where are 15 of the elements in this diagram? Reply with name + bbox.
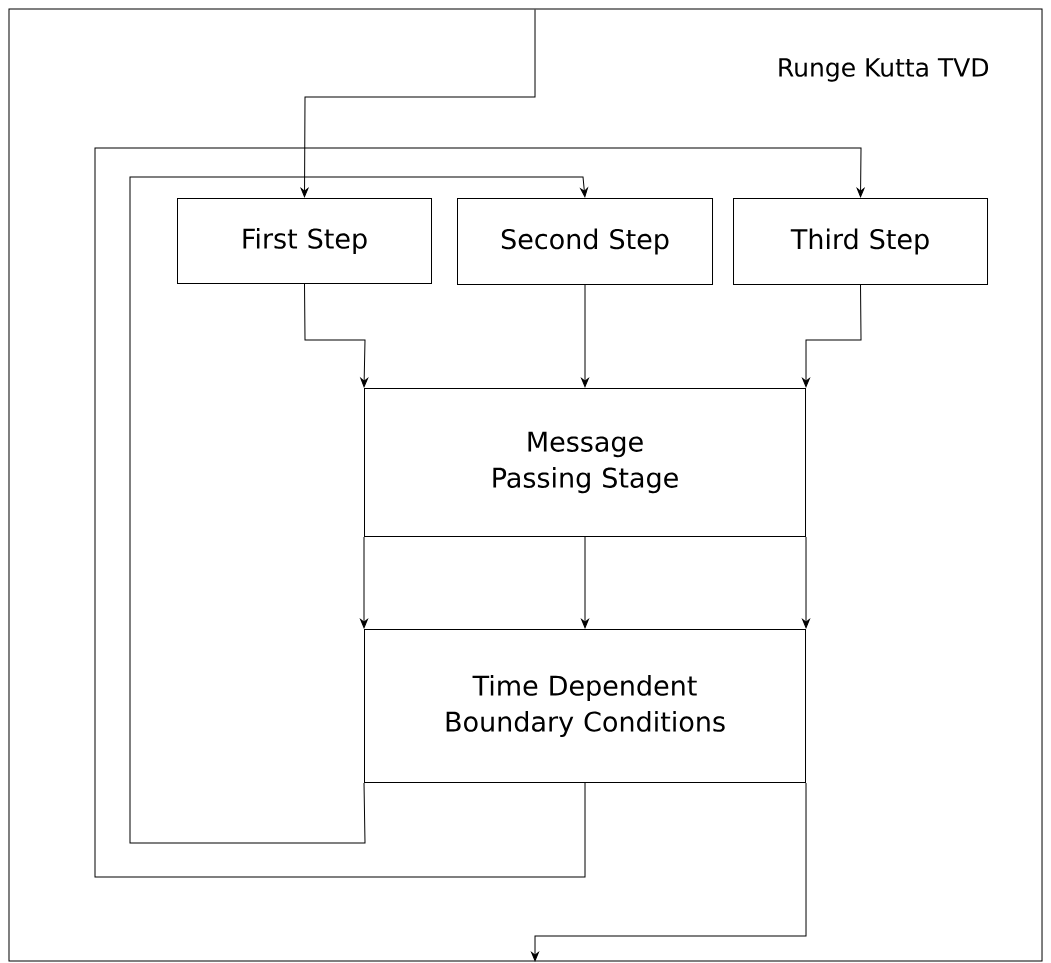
arrow [360, 536, 368, 629]
arrow [802, 536, 810, 629]
arrow [129, 176, 588, 844]
process-box: Third Step [733, 198, 988, 285]
process-box: First Step [177, 198, 432, 284]
arrow [581, 284, 589, 388]
process-box: Time Dependent Boundary Conditions [364, 629, 806, 783]
process-box: Second Step [457, 198, 713, 285]
arrow [802, 284, 862, 388]
arrow [300, 9, 536, 198]
arrow [304, 283, 369, 388]
process-box: Message Passing Stage [364, 388, 806, 537]
arrow [581, 536, 589, 629]
arrow [94, 147, 865, 878]
arrow [531, 782, 807, 962]
